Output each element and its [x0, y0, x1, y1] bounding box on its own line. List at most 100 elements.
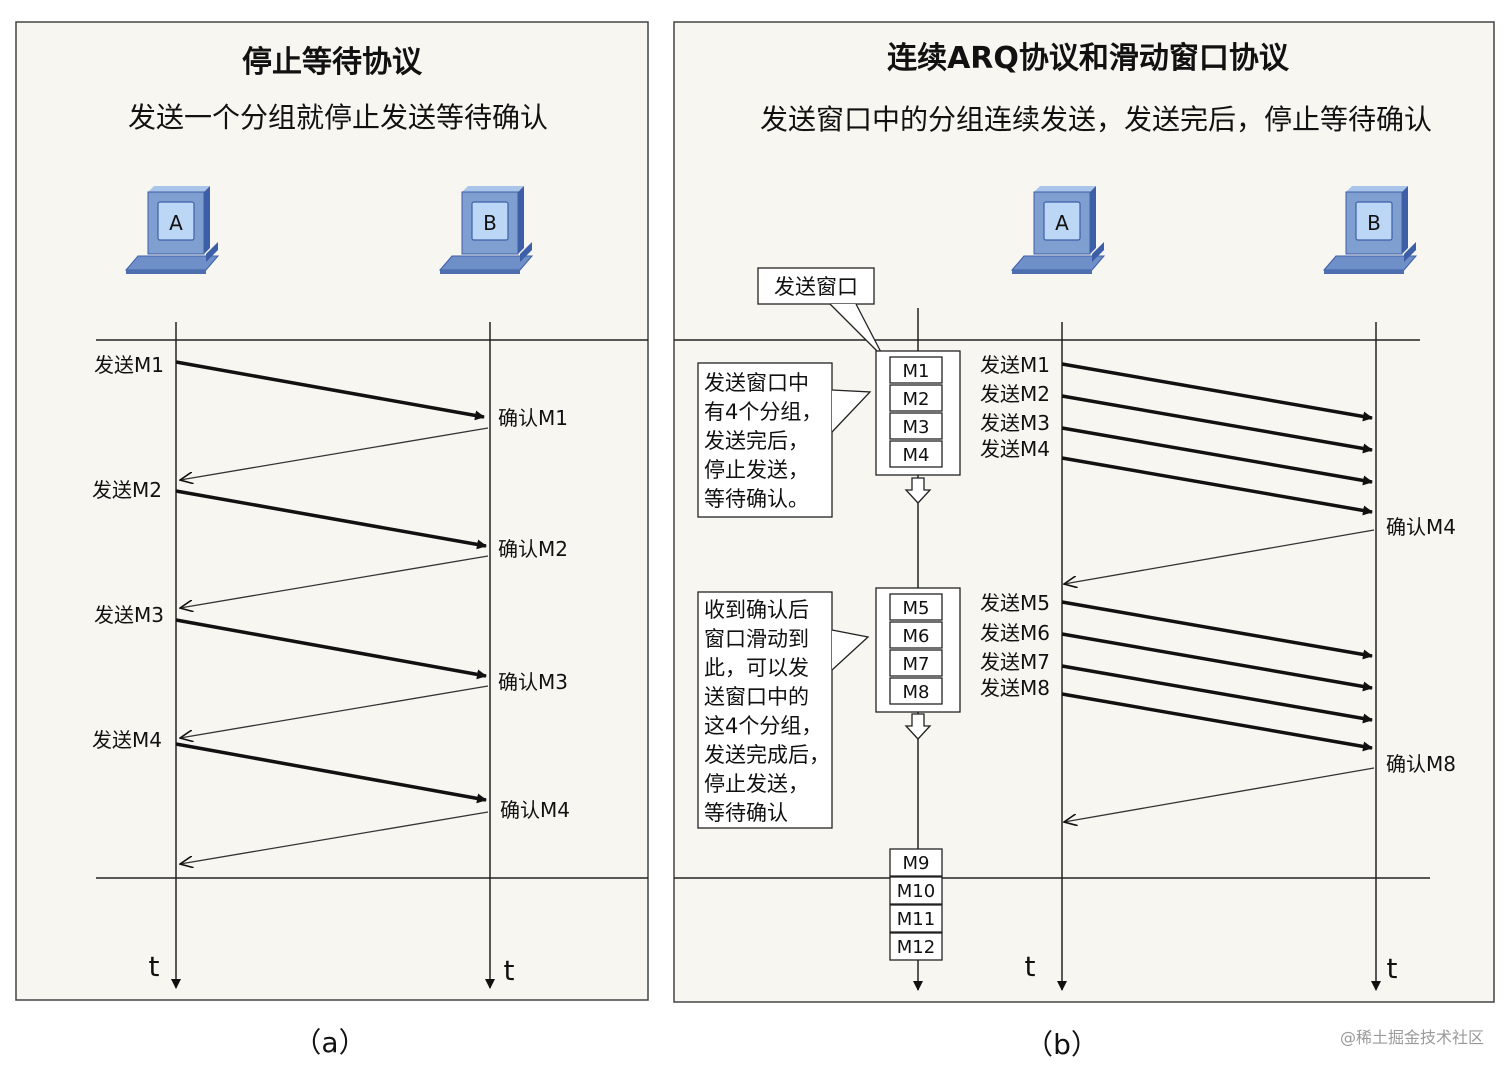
panel-a-frame	[15, 21, 649, 1001]
note-box-2	[697, 591, 833, 829]
panel-b-subtitle: 发送窗口中的分组连续发送，发送完后，停止等待确认	[760, 103, 1432, 136]
slide-down-arrow-1	[904, 477, 932, 504]
window-1-packets: M1 M2 M3 M4	[889, 356, 943, 468]
packet-box	[889, 384, 943, 412]
send-arrow-m3	[175, 618, 487, 680]
send-label-m8: 发送M8	[980, 676, 1050, 700]
panel-b: 连续ARQ协议和滑动窗口协议 发送窗口中的分组连续发送，发送完后，停止等待确认 …	[673, 21, 1495, 1003]
host-b-label: B	[1367, 211, 1381, 235]
send-label-m1: 发送M1	[94, 353, 164, 377]
panel-b-title: 连续ARQ协议和滑动窗口协议	[887, 41, 1290, 76]
packet-label: M6	[903, 626, 930, 647]
send-arrow-m6	[1061, 632, 1373, 692]
ack-arrow-m2	[180, 555, 489, 608]
caption-a: （a）	[293, 1026, 366, 1059]
send-label-m6: 发送M6	[980, 621, 1050, 645]
queued-packets: M9 M10 M11 M12	[889, 848, 943, 961]
send-arrow-m2	[175, 489, 487, 550]
packet-label: M8	[903, 682, 930, 703]
host-b-computer-icon: B	[1323, 185, 1417, 275]
send-label-m7: 发送M7	[980, 650, 1050, 674]
note-callout-1: 发送窗口中 有4个分组， 发送完后， 停止发送， 等待确认。	[697, 362, 872, 518]
host-b-label: B	[483, 211, 497, 235]
ack-label-m4: 确认M4	[500, 798, 570, 822]
note-2-line: 送窗口中的	[704, 685, 809, 709]
note-2-line: 收到确认后	[704, 598, 809, 622]
time-label-b: t	[504, 954, 515, 987]
ack-label-m3: 确认M3	[498, 670, 568, 694]
packet-label: M10	[897, 881, 935, 902]
ack-arrow-m1	[180, 427, 489, 480]
host-b-computer-icon: B	[439, 185, 533, 275]
panel-a: 停止等待协议 发送一个分组就停止发送等待确认 A B t t 发送M1 发送M2	[15, 21, 649, 1001]
note-callout-2: 收到确认后 窗口滑动到 此，可以发 送窗口中的 这4个分组， 发送完成后， 停止…	[697, 591, 870, 829]
note-1-line: 停止发送，	[704, 458, 809, 482]
send-arrow-m2	[1061, 394, 1373, 454]
send-arrow-m1	[1061, 362, 1373, 422]
ack-arrow-m4	[1064, 529, 1375, 584]
packet-box	[889, 904, 943, 933]
send-arrow-m7	[1061, 664, 1373, 724]
packet-box	[889, 593, 943, 621]
packet-label: M2	[903, 389, 930, 410]
packet-box	[889, 412, 943, 440]
send-label-m2: 发送M2	[980, 382, 1050, 406]
note-2-line: 这4个分组，	[704, 714, 822, 738]
note-box-1	[697, 362, 833, 518]
send-label-m4: 发送M4	[980, 437, 1050, 461]
time-label-a: t	[149, 950, 160, 983]
host-a-computer-icon: A	[1011, 185, 1105, 275]
send-label-m1: 发送M1	[980, 353, 1050, 377]
host-a-computer-icon: A	[125, 185, 219, 275]
send-label-m5: 发送M5	[980, 591, 1050, 615]
send-label-m2: 发送M2	[92, 478, 162, 502]
packet-box	[889, 876, 943, 905]
note-2-line: 等待确认	[704, 801, 788, 825]
packet-label: M11	[897, 909, 935, 930]
ack-arrow-m4	[180, 811, 489, 864]
packet-box	[889, 932, 943, 961]
panel-a-subtitle: 发送一个分组就停止发送等待确认	[128, 101, 548, 134]
packet-label: M7	[903, 654, 930, 675]
host-a-label: A	[1055, 211, 1069, 235]
time-label-a: t	[1025, 950, 1036, 983]
note-pointer-2	[831, 629, 870, 671]
window-2-packets: M5 M6 M7 M8	[889, 593, 943, 705]
send-arrow-m1	[175, 360, 485, 421]
panel-a-title: 停止等待协议	[242, 45, 423, 80]
ack-label-m2: 确认M2	[498, 537, 568, 561]
note-1-line: 有4个分组，	[704, 400, 822, 424]
slide-down-arrow-2	[904, 713, 932, 740]
time-label-b: t	[1387, 952, 1398, 985]
note-pointer-1	[831, 389, 872, 433]
packet-label: M1	[903, 361, 930, 382]
ack-arrow-m3	[180, 685, 489, 738]
caption-b: （b）	[1025, 1028, 1099, 1061]
send-arrow-m3	[1061, 426, 1373, 486]
packet-label: M12	[897, 937, 935, 958]
send-window-label: 发送窗口	[774, 275, 858, 299]
ack-label-m4: 确认M4	[1386, 515, 1456, 539]
host-a-label: A	[169, 211, 183, 235]
note-2-line: 此，可以发	[704, 656, 809, 680]
packet-label: M3	[903, 417, 930, 438]
send-label-m4: 发送M4	[92, 728, 162, 752]
packet-label: M9	[903, 853, 930, 874]
packet-box	[889, 677, 943, 705]
note-2-line: 停止发送，	[704, 772, 809, 796]
ack-arrow-m8	[1064, 767, 1375, 822]
note-2-line: 窗口滑动到	[704, 627, 809, 651]
send-label-m3: 发送M3	[980, 411, 1050, 435]
packet-label: M5	[903, 598, 930, 619]
send-label-m3: 发送M3	[94, 603, 164, 627]
note-1-line: 发送完后，	[704, 429, 809, 453]
send-arrow-m4	[175, 742, 487, 804]
send-arrow-m4	[1061, 456, 1373, 516]
packet-label: M4	[903, 445, 930, 466]
packet-box	[889, 621, 943, 649]
packet-box	[889, 440, 943, 468]
send-arrow-m5	[1061, 600, 1373, 660]
note-2-line: 发送完成后，	[704, 743, 830, 767]
note-1-line: 等待确认。	[704, 487, 809, 511]
send-arrow-m8	[1061, 692, 1373, 752]
